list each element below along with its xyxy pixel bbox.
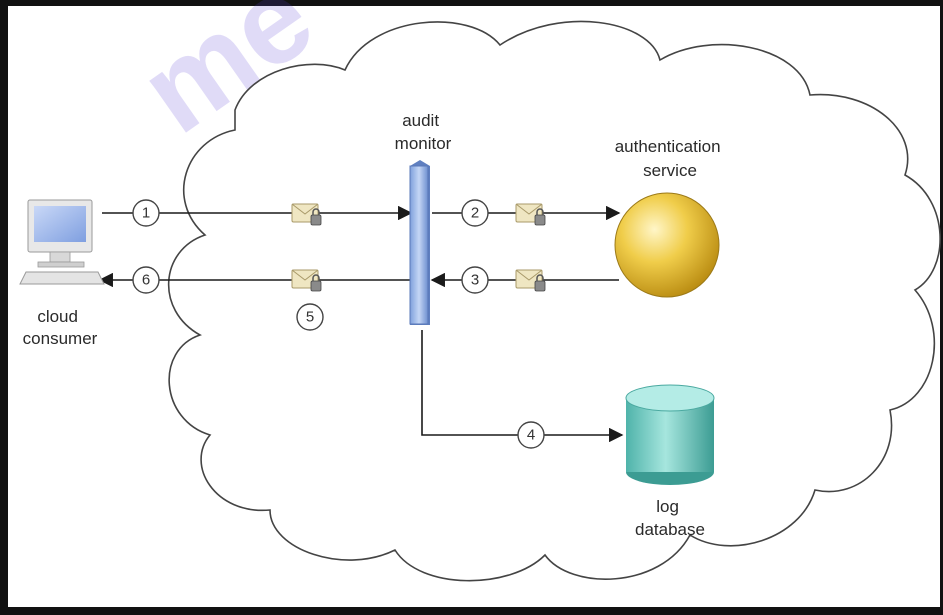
step-number-5: 5 — [306, 309, 314, 326]
cloud-consumer-label-line-1: cloud — [37, 307, 78, 326]
authentication-service-label-line-1: authentication — [615, 137, 721, 156]
authentication-service-label: authentication service — [615, 137, 726, 180]
step-marker-4: 4 — [517, 421, 545, 449]
step-marker-5: 5 — [296, 303, 324, 331]
arrow-4 — [421, 330, 624, 443]
step-marker-1: 1 — [132, 199, 160, 227]
cloud-consumer-label-line-2: consumer — [23, 329, 98, 348]
authentication-service-label-line-2: service — [643, 161, 697, 180]
log-database-icon — [625, 384, 715, 485]
log-database-label-line-1: log — [656, 497, 679, 516]
authentication-service-sphere — [614, 192, 720, 298]
computer-icon — [19, 199, 105, 285]
step-marker-6: 6 — [132, 266, 160, 294]
log-database-label-line-2: database — [635, 520, 705, 539]
locked-envelope-icon — [291, 269, 322, 292]
cloud-consumer-label: cloud consumer — [23, 307, 98, 348]
step-marker-3: 3 — [461, 266, 489, 294]
audit-monitor-icon — [409, 160, 430, 325]
step-number-4: 4 — [527, 427, 535, 444]
locked-envelope-icon — [291, 203, 322, 226]
locked-envelope-icon — [515, 269, 546, 292]
audit-monitor-label-line-1: audit — [402, 111, 439, 130]
locked-envelope-icon — [515, 203, 546, 226]
step-marker-2: 2 — [461, 199, 489, 227]
audit-monitor-label-line-2: monitor — [395, 134, 452, 153]
step-number-1: 1 — [142, 205, 150, 222]
step-number-3: 3 — [471, 272, 479, 289]
log-database-label: log database — [635, 497, 705, 539]
cloud-boundary — [167, 20, 941, 582]
audit-monitor-label: audit monitor — [395, 111, 452, 153]
step-number-2: 2 — [471, 205, 479, 222]
step-number-6: 6 — [142, 272, 150, 289]
